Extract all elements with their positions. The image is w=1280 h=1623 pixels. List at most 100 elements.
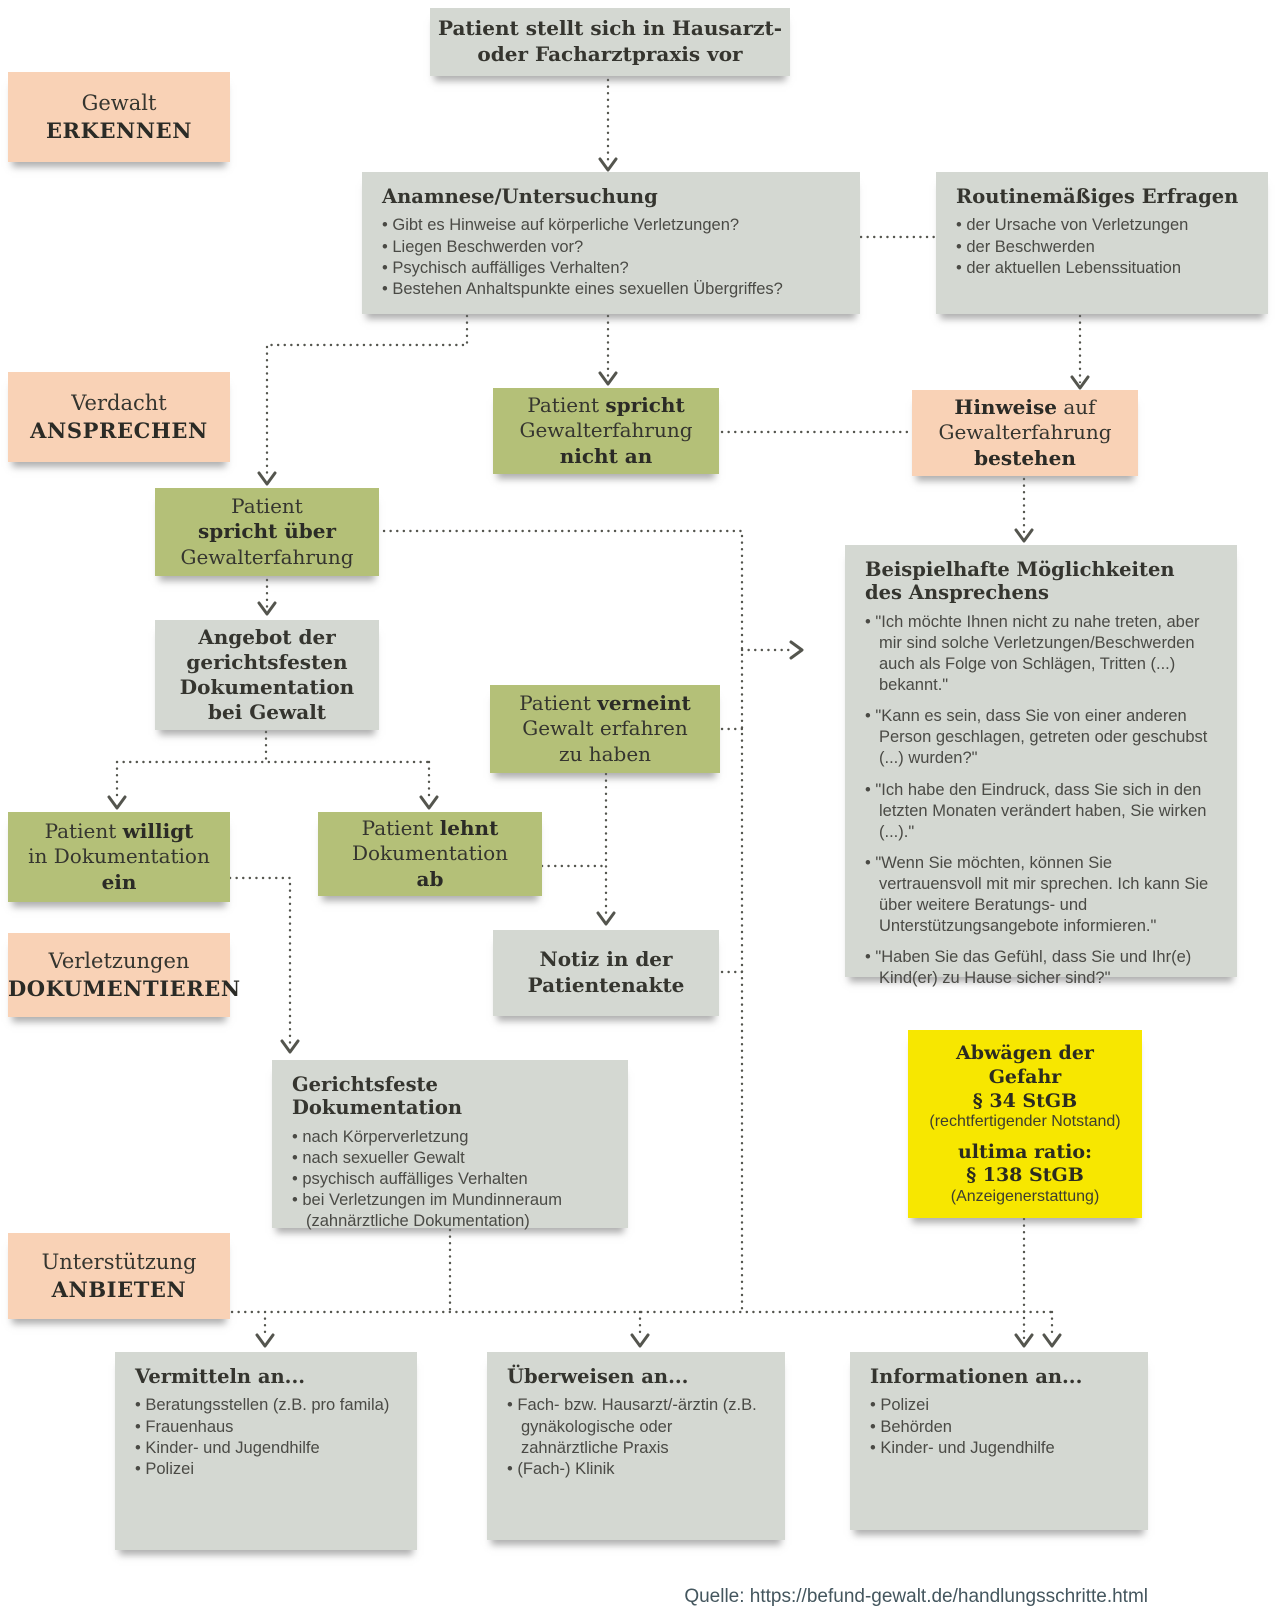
node-informationen-list: Polizei Behörden Kinder- und Jugendhilfe	[870, 1395, 1128, 1458]
text-segment: Patient	[519, 690, 591, 715]
node-start: Patient stellt sich in Hausarzt- oder Fa…	[430, 8, 790, 76]
list-item: Kinder- und Jugendhilfe	[135, 1438, 397, 1459]
ultima-ratio-label: ultima ratio:	[957, 1140, 1093, 1163]
node-anamnese: Anamnese/Untersuchung Gibt es Hinweise a…	[362, 172, 860, 314]
arrowhead-down-icon	[1070, 375, 1090, 390]
text-segment: lehnt	[439, 815, 499, 840]
list-item: Behörden	[870, 1417, 1128, 1438]
list-item: "Ich habe den Eindruck, dass Sie sich in…	[865, 780, 1217, 843]
node-abwaegen: Abwägen der Gefahr § 34 StGB (rechtferti…	[908, 1030, 1142, 1218]
arrowhead-down-icon	[598, 157, 618, 172]
node-routine-title: Routinemäßiges Erfragen	[956, 185, 1239, 208]
stage-label-line: ERKENNEN	[45, 118, 193, 143]
flow-line: bestehen	[912, 446, 1138, 472]
list-item: Frauenhaus	[135, 1417, 397, 1438]
flow-line: Dokumentation	[179, 675, 355, 699]
list-item: nach Körperverletzung	[292, 1127, 608, 1148]
list-item: "Wenn Sie möchten, können Sie vertrauens…	[865, 853, 1217, 937]
node-informationen-title: Informationen an...	[870, 1365, 1083, 1388]
connector-lines	[115, 78, 1082, 1340]
node-beispielhafte: Beispielhafte Möglichkeiten des Ansprech…	[845, 545, 1237, 987]
arrowhead-down-icon	[1042, 1333, 1062, 1348]
list-item: nach sexueller Gewalt	[292, 1148, 608, 1169]
node-informationen: Informationen an... Polizei Behörden Kin…	[850, 1352, 1148, 1530]
stage-label-erkennen: Gewalt ERKENNEN	[8, 72, 230, 162]
text-segment: Patient	[361, 815, 434, 840]
law-reference: § 138 StGB	[966, 1164, 1084, 1187]
law-note: (Anzeigenerstattung)	[950, 1188, 1100, 1206]
stage-label-line: DOKUMENTIEREN	[8, 976, 241, 1001]
arrowhead-down-icon	[107, 795, 127, 810]
list-item: der Beschwerden	[956, 237, 1248, 258]
connector-willigt-gerichtsfeste	[228, 876, 292, 1046]
flow-line: spricht über	[155, 519, 379, 545]
text-segment: nicht an	[559, 443, 653, 468]
list-item: Polizei	[870, 1395, 1128, 1416]
arrowhead-down-icon	[598, 371, 618, 386]
node-routine-list: der Ursache von Verletzungen der Beschwe…	[956, 215, 1248, 278]
list-item: Liegen Beschwerden vor?	[382, 237, 840, 258]
arrowhead-down-icon	[630, 1333, 650, 1348]
text-segment: Patient	[527, 392, 599, 417]
list-item: bei Verletzungen im Mundinneraum (zahnär…	[292, 1190, 608, 1232]
flow-line: Angebot der	[198, 625, 336, 650]
node-ueberweisen: Überweisen an... Fach- bzw. Hausarzt/-är…	[487, 1352, 785, 1540]
node-start-line: Patient stellt sich in Hausarzt-	[437, 16, 783, 41]
node-vermitteln-title: Vermitteln an...	[135, 1365, 306, 1388]
stage-label-line: Verletzungen	[48, 948, 190, 973]
stage-label-line: ANSPRECHEN	[30, 418, 208, 443]
list-item: Bestehen Anhaltspunkte eines sexuellen Ü…	[382, 279, 840, 300]
flow-line: zu haben	[558, 741, 652, 766]
node-beispielhafte-list: "Ich möchte Ihnen nicht zu nahe treten, …	[865, 612, 1217, 990]
list-item: "Haben Sie das Gefühl, dass Sie und Ihr(…	[865, 947, 1217, 989]
node-ueberweisen-title: Überweisen an...	[507, 1365, 689, 1388]
connector-rail-right	[382, 529, 744, 1314]
flow-line: Patient	[231, 493, 303, 518]
node-start-line: oder Facharztpraxis vor	[477, 42, 743, 66]
flow-line: Gewalt erfahren	[522, 716, 688, 741]
node-lehnt-ab: Patient lehnt Dokumentation ab	[318, 812, 542, 896]
connector-angebot-split	[115, 730, 431, 802]
arrowhead-down-icon	[596, 911, 616, 926]
stage-label-line: Verdacht	[71, 390, 167, 415]
list-item: der aktuellen Lebenssituation	[956, 258, 1248, 279]
flow-line: in Dokumentation	[28, 844, 210, 869]
node-vermitteln-list: Beratungsstellen (z.B. pro famila) Fraue…	[135, 1395, 397, 1479]
list-item: "Kann es sein, dass Sie von einer andere…	[865, 706, 1217, 769]
node-gerichtsfeste-list: nach Körperverletzung nach sexueller Gew…	[292, 1127, 608, 1233]
arrowhead-down-icon	[419, 795, 439, 810]
node-willigt-ein: Patient willigt in Dokumentation ein	[8, 812, 230, 902]
arrowhead-down-icon	[1014, 1333, 1034, 1348]
list-item: der Ursache von Verletzungen	[956, 215, 1248, 236]
flow-line: Gewalterfahrung	[180, 544, 354, 569]
stage-label-line: ANBIETEN	[51, 1277, 187, 1302]
connector-anamnese-sprichtueber	[265, 314, 469, 480]
list-item: Beratungsstellen (z.B. pro famila)	[135, 1395, 397, 1416]
flow-line: ab	[318, 867, 542, 893]
node-anamnese-title: Anamnese/Untersuchung	[382, 185, 658, 208]
stage-label-line: Gewalt	[81, 90, 157, 115]
arrowhead-right-icon	[789, 640, 804, 660]
text-segment: bestehen	[974, 445, 1076, 470]
flow-line: Patientenakte	[527, 973, 685, 997]
node-notiz: Notiz in der Patientenakte	[493, 930, 719, 1016]
stage-label-ansprechen: Verdacht ANSPRECHEN	[8, 372, 230, 462]
flow-line: nicht an	[493, 444, 719, 470]
arrowhead-down-icon	[257, 601, 277, 616]
arrowhead-down-icon	[280, 1039, 300, 1054]
law-note: (rechtfertigender Notstand)	[929, 1113, 1121, 1131]
node-abwaegen-title: Abwägen der Gefahr	[956, 1042, 1094, 1088]
node-routine: Routinemäßiges Erfragen der Ursache von …	[936, 172, 1268, 314]
node-angebot: Angebot der gerichtsfesten Dokumentation…	[155, 620, 379, 730]
flow-line: gerichtsfesten	[186, 650, 348, 675]
list-item: Polizei	[135, 1459, 397, 1480]
node-anamnese-list: Gibt es Hinweise auf körperliche Verletz…	[382, 215, 840, 299]
list-item: psychisch auffälliges Verhalten	[292, 1169, 608, 1190]
text-segment: ab	[416, 866, 444, 891]
arrowhead-down-icon	[1014, 528, 1034, 543]
flow-line: Patient spricht	[493, 393, 719, 419]
list-item: Psychisch auffälliges Verhalten?	[382, 258, 840, 279]
flow-line: Gewalterfahrung	[938, 420, 1112, 445]
source-note: Quelle: https://befund-gewalt.de/handlun…	[684, 1586, 1148, 1607]
